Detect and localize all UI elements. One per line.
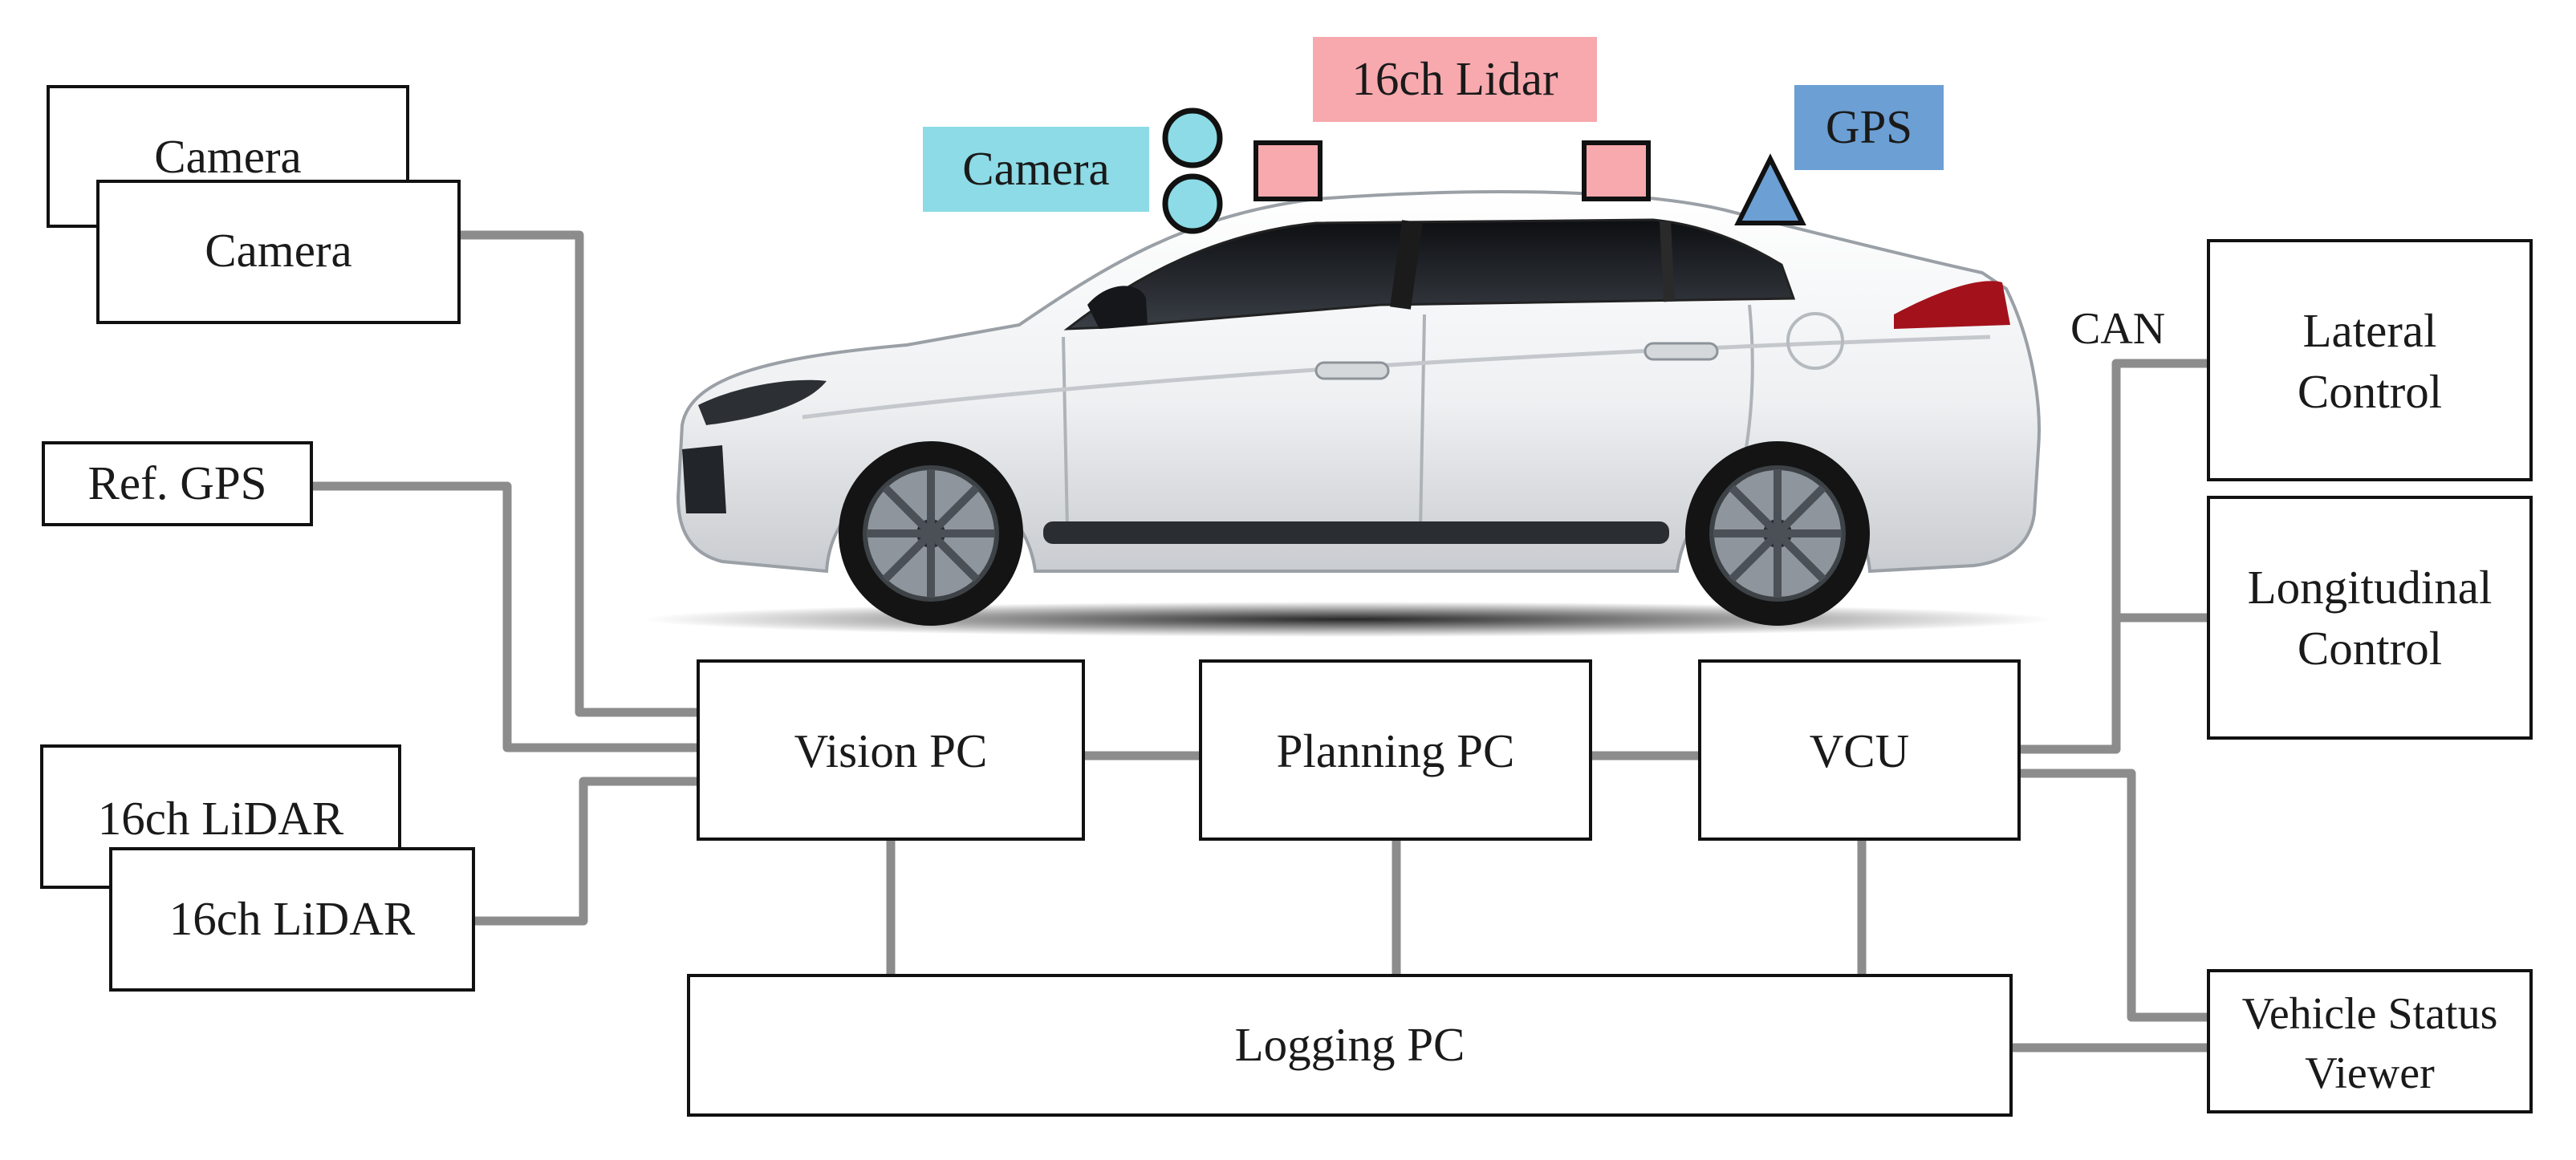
- car-grille: [682, 445, 726, 513]
- can-bus-label: CAN: [2070, 304, 2165, 354]
- lidar-tag-label: 16ch Lidar: [1351, 52, 1558, 105]
- wire-lidar-vision: [475, 777, 698, 926]
- vehicle-illustration: [642, 190, 2054, 637]
- wire-refgps-vision: [311, 481, 698, 752]
- vision-pc-box: [697, 659, 1085, 841]
- camera-box-back-label: Camera: [154, 130, 301, 183]
- longitudinal-control-label-line2: Control: [2298, 622, 2442, 675]
- car-mirror: [1087, 286, 1148, 329]
- planning-pc-box: [1199, 659, 1592, 841]
- vehicle-status-viewer-label-line2: Viewer: [2305, 1048, 2435, 1098]
- car-side-skirt: [1043, 521, 1669, 544]
- lateral-control-label-line1: Lateral: [2302, 304, 2436, 357]
- camera-box-front-label: Camera: [205, 224, 351, 277]
- wire-camera-vision: [459, 230, 698, 717]
- car-front-wheel: [839, 441, 1023, 626]
- gps-tag-label: GPS: [1826, 100, 1912, 153]
- logging-pc-label: Logging PC: [1235, 1018, 1465, 1071]
- input-devices: Camera Camera Ref. GPS 16ch LiDAR 16ch L…: [40, 85, 475, 992]
- lidar-tag-bg: [1313, 37, 1597, 122]
- longitudinal-control-box: [2207, 496, 2533, 740]
- car-c-pillar: [1660, 221, 1675, 302]
- computers: Vision PC Planning PC VCU Logging PC: [687, 659, 2021, 1117]
- lidar-marker-square-icon: [1582, 140, 1651, 201]
- logging-pc-box: [687, 974, 2013, 1117]
- lidar-marker-square-icon: [1253, 140, 1323, 201]
- car-head-light: [698, 379, 827, 425]
- lateral-control-box: [2207, 239, 2533, 481]
- longitudinal-control-label-line1: Longitudinal: [2248, 561, 2493, 614]
- car-rear-wheel: [1685, 441, 1870, 626]
- gps-marker-triangle-icon: [1734, 153, 1806, 225]
- vision-pc-label: Vision PC: [794, 724, 988, 777]
- car-handle-rear: [1644, 342, 1719, 361]
- lidar-box-front-label: 16ch LiDAR: [169, 892, 416, 945]
- car-b-pillar: [1390, 220, 1423, 310]
- connections: [311, 230, 2208, 1053]
- car-handle-front: [1314, 361, 1390, 380]
- ref-gps-box: [42, 441, 313, 526]
- vehicle-status-viewer-label-line1: Vehicle Status: [2242, 989, 2498, 1039]
- lidar-box-front: [109, 847, 475, 992]
- camera-marker-circle-icon: [1162, 107, 1223, 168]
- wire-can-bus: [2019, 359, 2208, 754]
- vehicle-status-viewer-box: [2207, 969, 2533, 1113]
- lidar-box-back-label: 16ch LiDAR: [98, 792, 344, 845]
- camera-box-front: [96, 180, 461, 324]
- gps-tag-bg: [1794, 85, 1944, 170]
- car-fuel-cap: [1786, 312, 1844, 370]
- lateral-control-label-line2: Control: [2298, 365, 2442, 418]
- planning-pc-label: Planning PC: [1277, 724, 1515, 777]
- wire-vcu-viewer: [2019, 769, 2208, 1022]
- sensor-tags: Camera 16ch Lidar GPS: [923, 37, 1944, 212]
- ref-gps-label: Ref. GPS: [88, 456, 267, 509]
- output-devices: Lateral Control Longitudinal Control Veh…: [2207, 239, 2533, 1113]
- car-windows: [1063, 218, 1796, 331]
- sensor-markers: [1162, 107, 1806, 234]
- vcu-label: VCU: [1810, 724, 1910, 777]
- car-tail-light: [1894, 281, 2010, 329]
- camera-tag-bg: [923, 127, 1149, 212]
- car-shadow: [642, 602, 2054, 637]
- vcu-box: [1698, 659, 2021, 841]
- camera-marker-circle-icon: [1162, 173, 1223, 234]
- camera-tag-label: Camera: [962, 142, 1109, 195]
